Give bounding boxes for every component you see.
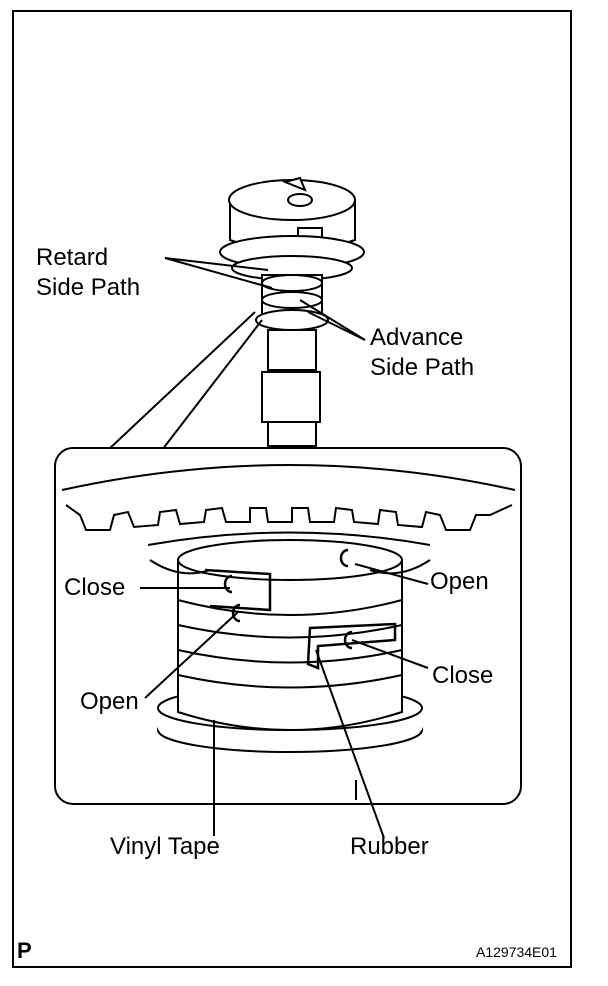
figure-code: A129734E01 — [476, 944, 557, 960]
tape-piece-left — [204, 568, 272, 612]
figure-frame — [12, 10, 572, 968]
open-label-left: Open — [80, 688, 139, 715]
gear-teeth — [61, 464, 516, 531]
rubber-piece — [306, 622, 397, 670]
port-open-lower — [231, 603, 241, 623]
retard-side-path-label: Retard Side Path — [36, 244, 141, 301]
rubber-label: Rubber — [350, 833, 429, 860]
cam-timing-gear-top — [219, 176, 365, 281]
advance-side-path-label: Advance Side Path — [370, 324, 475, 381]
close-label-right: Close — [432, 662, 494, 689]
port-open-upper — [339, 548, 349, 568]
open-label-right: Open — [430, 568, 489, 595]
vinyl-tape-label: Vinyl Tape — [110, 833, 220, 860]
port-close-upper — [223, 574, 233, 594]
camshaft-journal — [255, 274, 329, 447]
close-label-left: Close — [64, 574, 126, 601]
page-mark: P — [17, 938, 32, 963]
vinyl-tape-cylinder — [147, 531, 431, 731]
port-close-lower — [343, 630, 353, 650]
